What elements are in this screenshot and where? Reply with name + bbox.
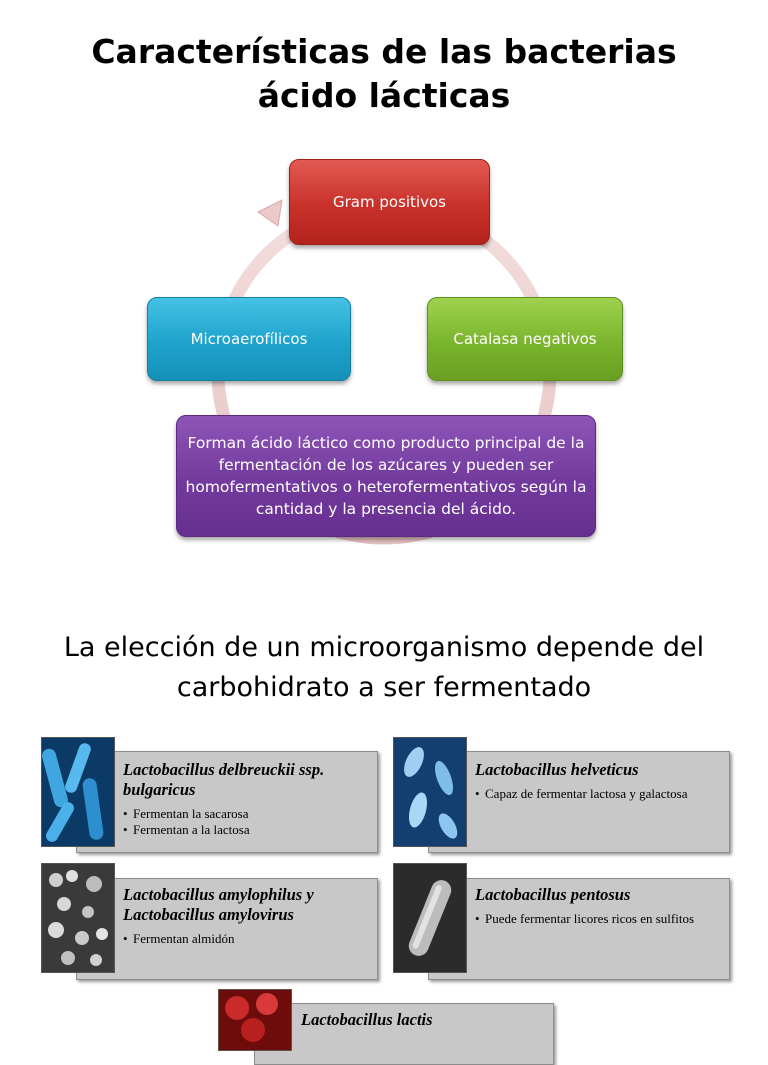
node-catalasa-negativos: Catalasa negativos (427, 297, 623, 381)
node-gram-positivos-label: Gram positivos (333, 193, 446, 211)
gray-sem-cells-image (41, 863, 115, 973)
gray-single-rod-image (393, 863, 467, 973)
card-helveticus-bullets: Capaz de fermentar lactosa y galactosa (475, 786, 719, 802)
list-item: Puede fermentar licores ricos en sulfito… (475, 911, 719, 927)
card-helveticus-name: Lactobacillus helveticus (475, 760, 639, 779)
red-cells-image (218, 989, 292, 1051)
card-pentosus-name: Lactobacillus pentosus (475, 885, 631, 904)
list-item: Fermentan la sacarosa (123, 806, 367, 822)
section-subtitle-line-1: La elección de un microorganismo depende… (63, 632, 705, 663)
list-item: Fermentan a la lactosa (123, 822, 367, 838)
list-item: Fermentan almidón (123, 931, 367, 947)
card-delbreuckii-bullets: Fermentan la sacarosa Fermentan a la lac… (123, 806, 367, 838)
slide-title-line-1: Características de las bacterias (91, 32, 677, 71)
section-subtitle-line-2: carbohidrato a ser fermentado (176, 672, 592, 703)
card-delbreuckii: Lactobacillus delbreuckii ssp. bulgaricu… (76, 751, 378, 853)
card-lactis-name: Lactobacillus lactis (301, 1010, 433, 1029)
card-amylophilus: Lactobacillus amylophilus y Lactobacillu… (76, 878, 378, 980)
node-catalasa-negativos-label: Catalasa negativos (453, 330, 597, 348)
card-lactis: Lactobacillus lactis (254, 1003, 554, 1065)
list-item: Capaz de fermentar lactosa y galactosa (475, 786, 719, 802)
blue-rod-bacteria-image (41, 737, 115, 847)
node-microaerofilicos-label: Microaerofílicos (190, 330, 308, 348)
node-forman-acido-lactico: Forman ácido láctico como producto princ… (176, 415, 596, 537)
card-amylophilus-bullets: Fermentan almidón (123, 931, 367, 947)
slide-title-line-2: ácido lácticas (257, 76, 511, 115)
card-pentosus: Lactobacillus pentosus Puede fermentar l… (428, 878, 730, 980)
cycle-arrowhead-icon (257, 199, 283, 227)
node-microaerofilicos: Microaerofílicos (147, 297, 351, 381)
card-pentosus-bullets: Puede fermentar licores ricos en sulfito… (475, 911, 719, 927)
slide-title: Características de las bacterias ácido l… (0, 30, 768, 118)
card-amylophilus-name: Lactobacillus amylophilus y Lactobacillu… (123, 885, 314, 924)
card-delbreuckii-name: Lactobacillus delbreuckii ssp. bulgaricu… (123, 760, 325, 799)
section-subtitle: La elección de un microorganismo depende… (0, 628, 768, 708)
card-helveticus: Lactobacillus helveticus Capaz de fermen… (428, 751, 730, 853)
blue-bacteria-micrograph-image (393, 737, 467, 847)
node-forman-acido-lactico-label: Forman ácido láctico como producto princ… (185, 434, 587, 518)
node-gram-positivos: Gram positivos (289, 159, 490, 245)
